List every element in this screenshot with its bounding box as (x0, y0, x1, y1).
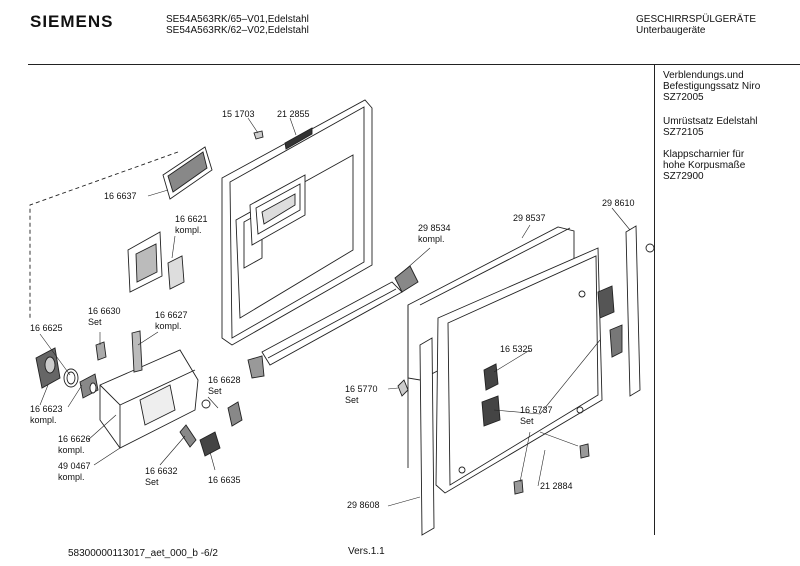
part-label: kompl. (175, 225, 202, 235)
part-label: 16 6628 (208, 375, 241, 385)
part-label: 16 6630 (88, 306, 121, 316)
brand-logo: SIEMENS (30, 12, 114, 31)
part-label: 29 8608 (347, 500, 380, 510)
part-label: kompl. (30, 415, 57, 425)
part-label: 16 6623 (30, 404, 63, 414)
category-info: GESCHIRRSPÜLGERÄTE Unterbaugeräte (636, 14, 756, 36)
category-line-1: GESCHIRRSPÜLGERÄTE (636, 14, 757, 25)
inner-door-panel (221, 99, 373, 346)
part-label: Set (145, 477, 159, 487)
category-line-2: Unterbaugeräte (636, 25, 706, 36)
document-id: 58300000113017_aet_000_b -6/2 (68, 548, 218, 559)
part-label: kompl. (58, 472, 85, 482)
small-clip (95, 341, 107, 361)
part-label: 16 5737 (520, 405, 553, 415)
spring-b (227, 401, 243, 427)
accessory-group-2: Umrüstsatz Edelstahl SZ72105 (663, 116, 757, 138)
accessory-code: SZ72105 (663, 127, 704, 138)
switch (199, 431, 221, 457)
side-cap (645, 243, 655, 253)
part-label: kompl. (58, 445, 85, 455)
accessory-line: Umrüstsatz Edelstahl (663, 116, 758, 127)
part-label: 29 8610 (602, 198, 635, 208)
accessory-line: Verblendungs.und (663, 70, 744, 81)
part-label: 16 6626 (58, 434, 91, 444)
part-label: Set (88, 317, 102, 327)
gasket-frame (162, 146, 213, 200)
accessory-code: SZ72005 (663, 92, 704, 103)
bottom-trim (247, 265, 419, 379)
part-label: 29 8534 (418, 223, 451, 233)
part-label: Set (345, 395, 359, 405)
bolt (131, 330, 143, 373)
accessory-line: Befestigungssatz Niro (663, 81, 761, 92)
part-label: kompl. (155, 321, 182, 331)
part-label: 16 6627 (155, 310, 188, 320)
control-module (99, 349, 199, 449)
part-label: 21 2884 (540, 481, 573, 491)
model-line-2: SE54A563RK/62–V02,Edelstahl (166, 25, 309, 36)
part-label: 16 5770 (345, 384, 378, 394)
leader-lines (39, 117, 631, 507)
washer (201, 399, 211, 409)
accessory-line: Klappscharnier für (663, 149, 745, 160)
screw (253, 130, 264, 140)
part-label: Set (520, 416, 534, 426)
part-label: 16 5325 (500, 344, 533, 354)
model-info: SE54A563RK/65–V01,Edelstahl SE54A563RK/6… (166, 14, 309, 36)
part-label: Set (208, 386, 222, 396)
model-line-1: SE54A563RK/65–V01,Edelstahl (166, 14, 309, 25)
accessory-group-3: Klappscharnier für hohe Korpusmaße SZ729… (663, 149, 745, 182)
sidebar-divider (654, 64, 655, 535)
left-side-strip (419, 337, 435, 536)
part-label: kompl. (418, 234, 445, 244)
part-label: 16 6625 (30, 323, 63, 333)
part-label: 21 2855 (277, 109, 310, 119)
part-label: 15 1703 (222, 109, 255, 119)
mounting-panel (424, 247, 623, 495)
spring-a (179, 424, 197, 448)
part-label: 16 6621 (175, 214, 208, 224)
door-latch (127, 231, 185, 293)
control-knob-parts (35, 347, 99, 399)
version-label: Vers.1.1 (348, 546, 385, 557)
part-label: 29 8537 (513, 213, 546, 223)
accessory-line: hohe Korpusmaße (663, 160, 746, 171)
right-side-strip (625, 225, 641, 397)
part-label: 16 6632 (145, 466, 178, 476)
part-label: 49 0467 (58, 461, 91, 471)
assembly-dashed-line (29, 151, 179, 318)
part-label: 16 6635 (208, 475, 241, 485)
accessory-group-1: Verblendungs.und Befestigungssatz Niro S… (663, 70, 760, 103)
part-label: 16 6637 (104, 191, 137, 201)
clip-165770 (397, 379, 409, 397)
accessory-code: SZ72900 (663, 171, 704, 182)
header-divider (28, 64, 800, 65)
